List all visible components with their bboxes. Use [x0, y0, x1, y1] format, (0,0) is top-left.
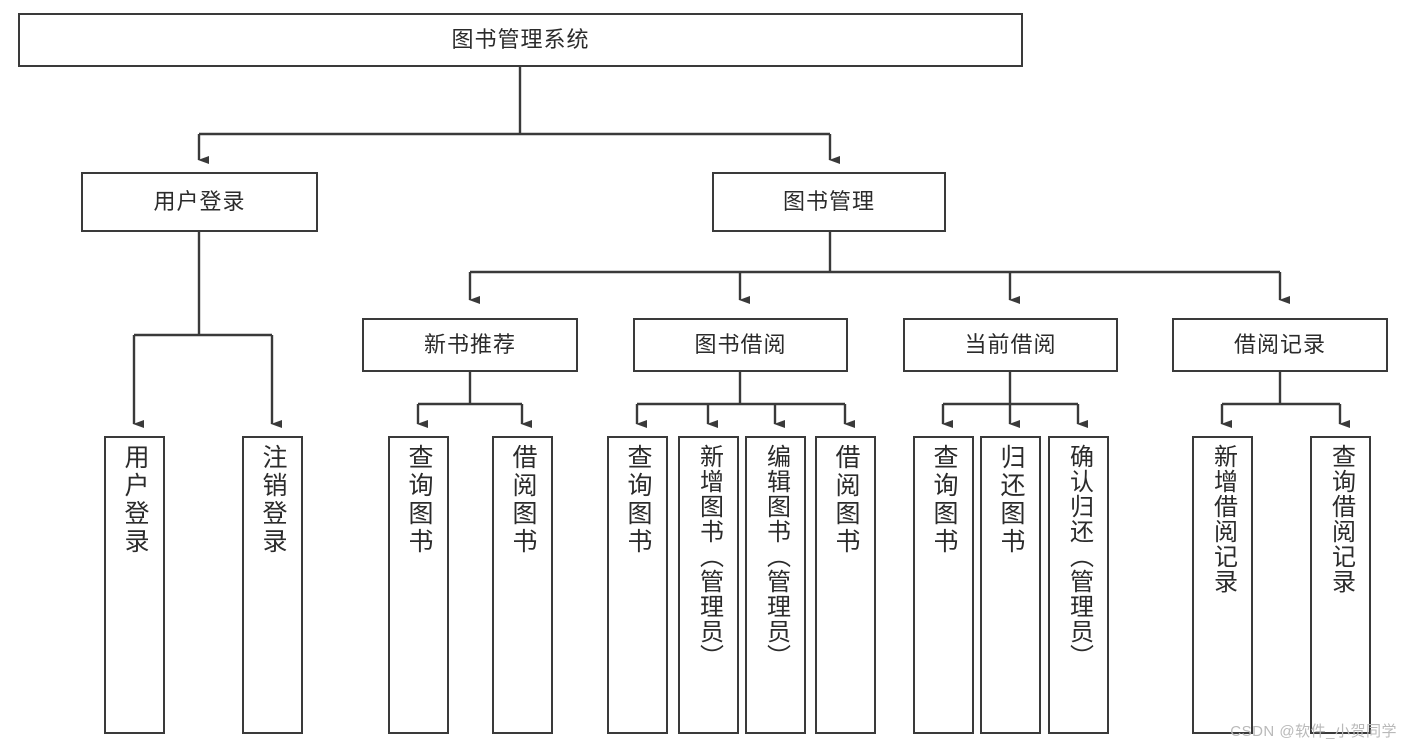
node-label: 编辑图书（管理员）: [762, 444, 790, 669]
leaf-book-borrow-add[interactable]: 新增图书（管理员）: [678, 436, 739, 734]
node-label: 查询图书: [930, 444, 958, 556]
leaf-book-borrow-query[interactable]: 查询图书: [607, 436, 668, 734]
watermark: CSDN @软件_小贺同学: [1230, 723, 1397, 740]
leaf-new-book-borrow[interactable]: 借阅图书: [492, 436, 553, 734]
node-label: 查询图书: [624, 444, 652, 556]
node-label: 查询图书: [405, 444, 433, 556]
node-label: 新书推荐: [423, 332, 516, 358]
node-current-borrow[interactable]: 当前借阅: [903, 318, 1118, 372]
leaf-current-borrow-confirm-return[interactable]: 确认归还（管理员）: [1048, 436, 1109, 734]
node-label: 确认归还（管理员）: [1065, 444, 1093, 669]
node-label: 图书管理系统: [451, 27, 590, 53]
leaf-new-book-query[interactable]: 查询图书: [388, 436, 449, 734]
leaf-user-login-signin[interactable]: 用户登录: [104, 436, 165, 734]
leaf-book-borrow-borrow[interactable]: 借阅图书: [815, 436, 876, 734]
node-borrow-record[interactable]: 借阅记录: [1172, 318, 1388, 372]
node-label: 图书管理: [782, 189, 875, 215]
node-label: 归还图书: [997, 444, 1025, 556]
node-book-management[interactable]: 图书管理: [712, 172, 946, 232]
node-label: 借阅图书: [832, 444, 860, 556]
leaf-borrow-record-query[interactable]: 查询借阅记录: [1310, 436, 1371, 734]
leaf-current-borrow-return[interactable]: 归还图书: [980, 436, 1041, 734]
node-label: 注销登录: [259, 444, 287, 556]
node-user-login[interactable]: 用户登录: [81, 172, 318, 232]
node-label: 借阅图书: [509, 444, 537, 556]
leaf-user-login-signout[interactable]: 注销登录: [242, 436, 303, 734]
node-label: 借阅记录: [1233, 332, 1326, 358]
node-new-book-recommend[interactable]: 新书推荐: [362, 318, 578, 372]
leaf-borrow-record-add[interactable]: 新增借阅记录: [1192, 436, 1253, 734]
node-label: 用户登录: [153, 189, 246, 215]
node-label: 查询借阅记录: [1327, 444, 1355, 594]
node-book-borrow[interactable]: 图书借阅: [633, 318, 848, 372]
node-root-book-management-system[interactable]: 图书管理系统: [18, 13, 1023, 67]
node-label: 当前借阅: [964, 332, 1057, 358]
node-label: 新增图书（管理员）: [695, 444, 723, 669]
leaf-book-borrow-edit[interactable]: 编辑图书（管理员）: [745, 436, 806, 734]
node-label: 图书借阅: [694, 332, 787, 358]
leaf-current-borrow-query[interactable]: 查询图书: [913, 436, 974, 734]
node-label: 用户登录: [121, 444, 149, 556]
node-label: 新增借阅记录: [1209, 444, 1237, 594]
